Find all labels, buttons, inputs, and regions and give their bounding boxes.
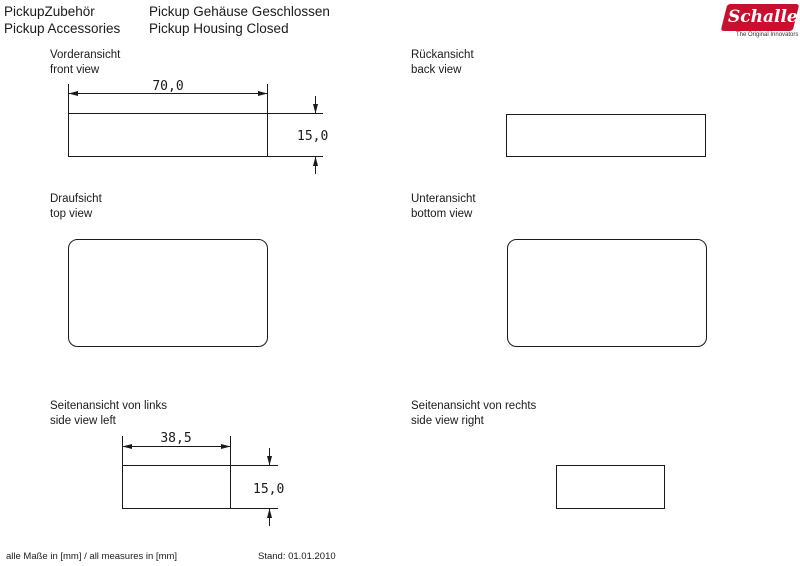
top-view-outline	[68, 239, 268, 347]
product-title-de: Pickup Gehäuse Geschlossen	[149, 4, 330, 19]
side-left-view-label-en: side view left	[50, 415, 116, 427]
side-left-dimension-height: 15,0	[253, 482, 284, 497]
front-view-outline	[68, 113, 268, 157]
side-right-view-label-en: side view right	[411, 415, 484, 427]
back-view-outline	[506, 114, 706, 157]
bottom-view-outline	[507, 239, 707, 347]
schaller-logo: Schaller The Original Innovators	[716, 4, 800, 42]
side-left-arrow-right	[221, 444, 231, 449]
side-left-dimension-width: 38,5	[160, 431, 191, 446]
side-left-arrow-left	[122, 444, 132, 449]
side-right-view-label: Seitenansicht von rechts side view right	[411, 399, 536, 429]
bottom-view-label-en: bottom view	[411, 208, 473, 220]
category-title: PickupZubehör Pickup Accessories	[4, 3, 120, 37]
front-arrow-left	[68, 91, 78, 96]
side-left-view-label: Seitenansicht von links side view left	[50, 399, 167, 429]
back-view-label: Rückansicht back view	[411, 48, 474, 78]
side-left-arrow-top	[267, 456, 272, 466]
side-right-view-label-de: Seitenansicht von rechts	[411, 400, 537, 412]
front-view-label: Vorderansicht front view	[50, 48, 120, 78]
measures-note: alle Maße in [mm] / all measures in [mm]	[6, 551, 178, 562]
logo-tagline: The Original Innovators	[736, 32, 799, 38]
top-view-label: Draufsicht top view	[50, 192, 102, 222]
back-view-label-de: Rückansicht	[411, 49, 474, 61]
front-dimension-height: 15,0	[297, 129, 328, 144]
side-left-view-label-de: Seitenansicht von links	[50, 400, 167, 412]
bottom-view-label: Unteransicht bottom view	[411, 192, 476, 222]
product-title-en: Pickup Housing Closed	[149, 21, 289, 36]
front-arrow-bottom	[313, 156, 318, 166]
side-left-view-outline	[122, 465, 231, 509]
product-title: Pickup Gehäuse Geschlossen Pickup Housin…	[149, 3, 330, 37]
front-arrow-top	[313, 104, 318, 114]
front-view-label-en: front view	[50, 64, 100, 76]
bottom-view-label-de: Unteransicht	[411, 193, 476, 205]
front-arrow-right	[258, 91, 268, 96]
side-left-arrow-bottom	[267, 508, 272, 518]
front-view-label-de: Vorderansicht	[50, 49, 121, 61]
top-view-label-en: top view	[50, 208, 93, 220]
logo-brand: Schaller	[728, 7, 800, 27]
category-title-de: PickupZubehör	[4, 4, 95, 19]
front-dimension-width: 70,0	[152, 79, 183, 94]
top-view-label-de: Draufsicht	[50, 193, 102, 205]
revision-date: Stand: 01.01.2010	[258, 551, 336, 562]
back-view-label-en: back view	[411, 64, 462, 76]
side-right-view-outline	[556, 465, 665, 509]
category-title-en: Pickup Accessories	[4, 21, 121, 36]
